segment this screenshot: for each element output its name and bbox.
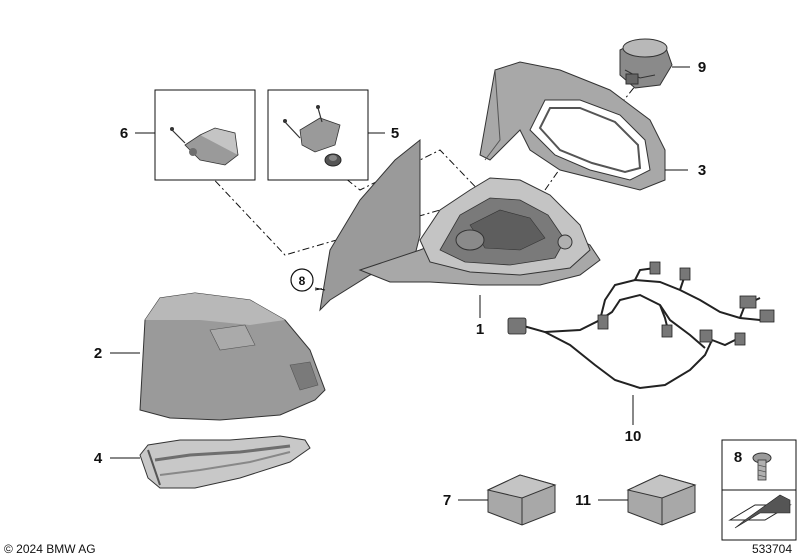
callout-8-circle: 8 xyxy=(290,268,314,292)
bracket-with-screws-icon xyxy=(283,105,342,167)
inset-box-6 xyxy=(154,89,256,181)
callout-4: 4 xyxy=(94,450,103,467)
turn-signal-light xyxy=(139,435,311,489)
wiring-harness xyxy=(519,267,761,390)
inset-badge-8: 8 xyxy=(734,449,742,466)
callout-5: 5 xyxy=(391,125,399,142)
harness-connectors xyxy=(507,261,775,346)
direction-arrow-icon xyxy=(728,494,792,529)
copyright-notice: © 2024 BMW AG xyxy=(4,542,96,556)
actuator-motor-icon xyxy=(170,127,239,166)
adjustment-motor-icon xyxy=(619,38,673,89)
callout-7: 7 xyxy=(443,492,451,509)
callout-8: 8 xyxy=(299,274,306,288)
callout-11: 11 xyxy=(575,492,591,509)
callout-9: 9 xyxy=(698,59,706,76)
screw-icon xyxy=(752,452,772,481)
leader-lines xyxy=(110,66,690,501)
document-number: 533704 xyxy=(751,542,792,556)
screw-inset-panel xyxy=(721,439,797,541)
callout-2: 2 xyxy=(94,345,102,362)
callout-6: 6 xyxy=(120,125,128,142)
mirror-base-assembly xyxy=(319,138,601,312)
callout-10: 10 xyxy=(625,428,642,445)
part-box-7 xyxy=(486,474,557,526)
mirror-cap-cover xyxy=(139,292,326,421)
inset-box-5 xyxy=(267,89,369,181)
mirror-housing-frame xyxy=(479,61,666,191)
part-box-11 xyxy=(626,474,697,526)
callout-3: 3 xyxy=(698,162,706,179)
callout-1: 1 xyxy=(476,321,484,338)
